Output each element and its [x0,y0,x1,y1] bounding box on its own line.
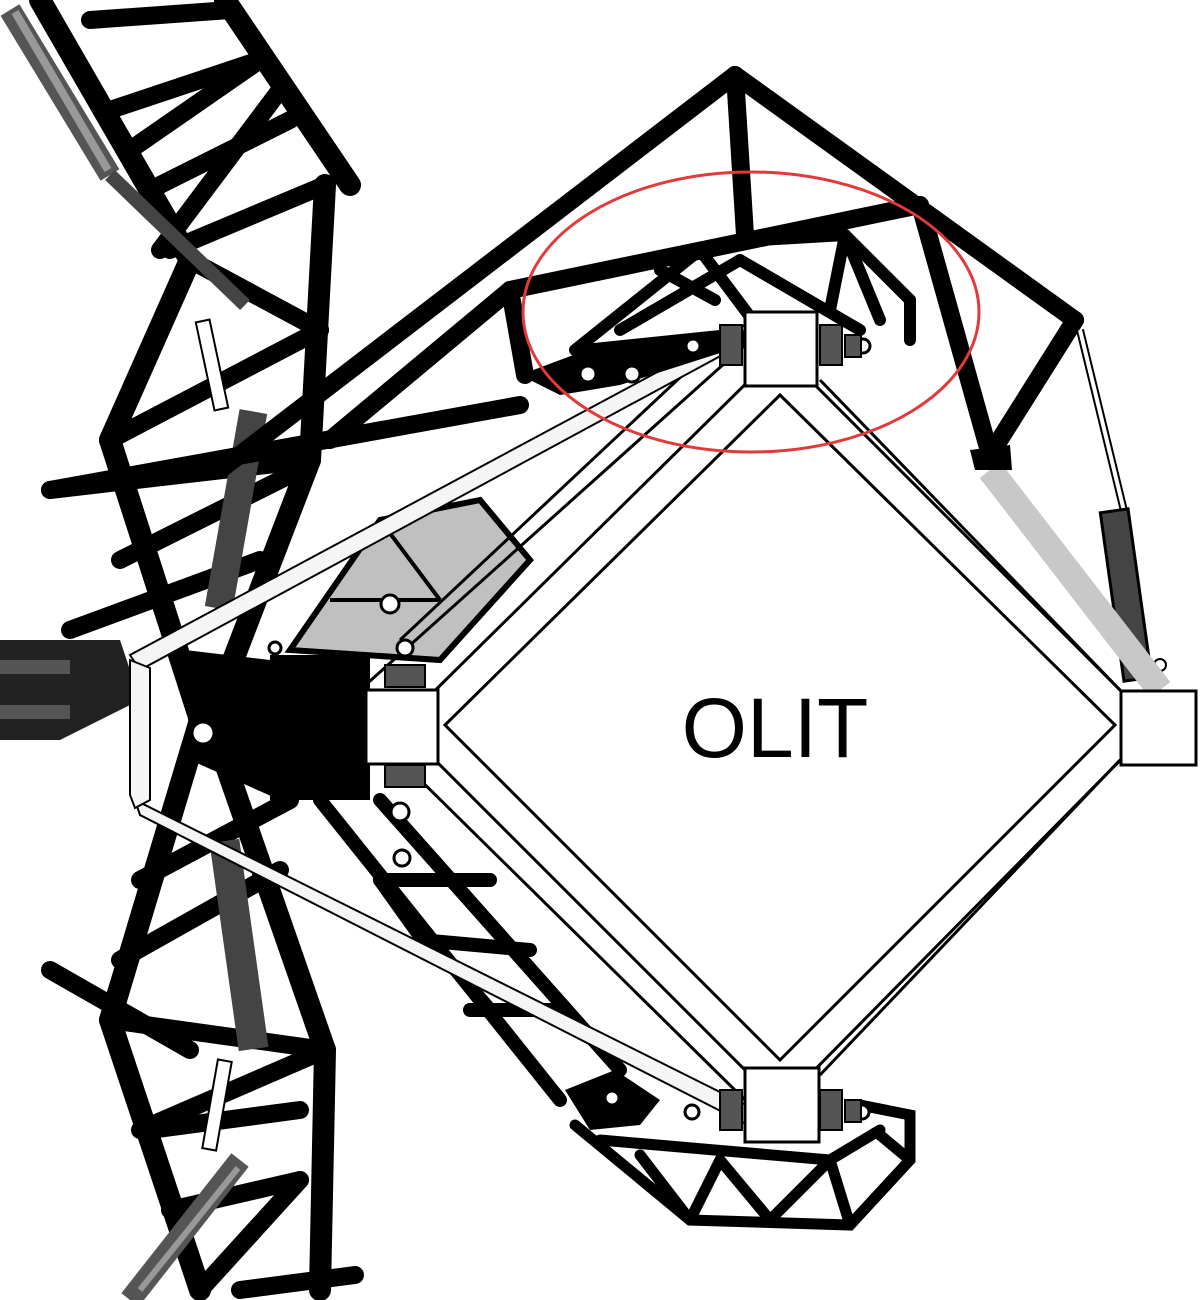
node-bottom [743,1066,821,1144]
right-hydraulic-cylinder-icon [970,329,1171,698]
hydraulic-cylinder-icon [0,4,250,311]
node-left [364,688,440,766]
pin-joint-icon [190,337,872,1121]
lower-diagonal-truss [313,793,627,1107]
highlight-ellipse [521,170,981,454]
center-label: OLIT [682,681,869,775]
tower-support-rods [194,318,233,1152]
central-hub-block [185,650,370,800]
node-top [743,310,819,388]
upper-arch-truss [41,66,1084,499]
left-end-clamp [0,640,140,740]
lower-hydraulic-cylinder [121,1153,249,1300]
connection-node-icon [364,310,1198,1144]
node-right [1119,689,1198,767]
node-joint-blocks [384,324,862,1131]
